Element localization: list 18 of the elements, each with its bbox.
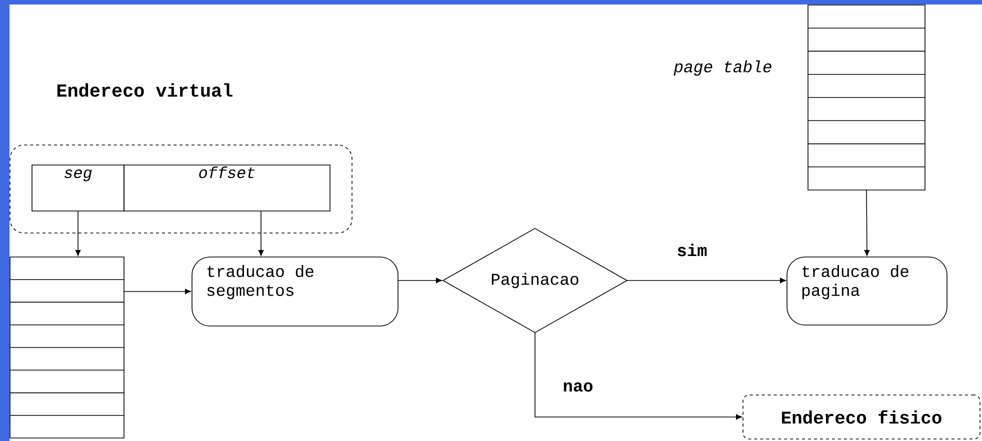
table-caption: page table: [674, 60, 772, 76]
process-box: traducao de segmentos: [192, 256, 398, 326]
arrow: [75, 210, 81, 256]
result-box: Endereco fisico: [742, 394, 980, 440]
page-table: [808, 4, 926, 190]
segment-table: [10, 256, 124, 438]
arrow: [534, 332, 742, 420]
heading: Endereco virtual: [57, 83, 232, 97]
arrow: [124, 288, 191, 294]
arrow: [258, 210, 264, 256]
process-box: traducao de pagina: [786, 256, 948, 326]
field-cell: seg: [32, 164, 124, 212]
edge-label: sim: [676, 242, 708, 258]
dashed-group-box: [10, 144, 352, 234]
field-cell: offset: [124, 164, 330, 212]
arrow: [398, 278, 442, 284]
arrow: [626, 278, 786, 284]
arrow: [864, 190, 870, 256]
